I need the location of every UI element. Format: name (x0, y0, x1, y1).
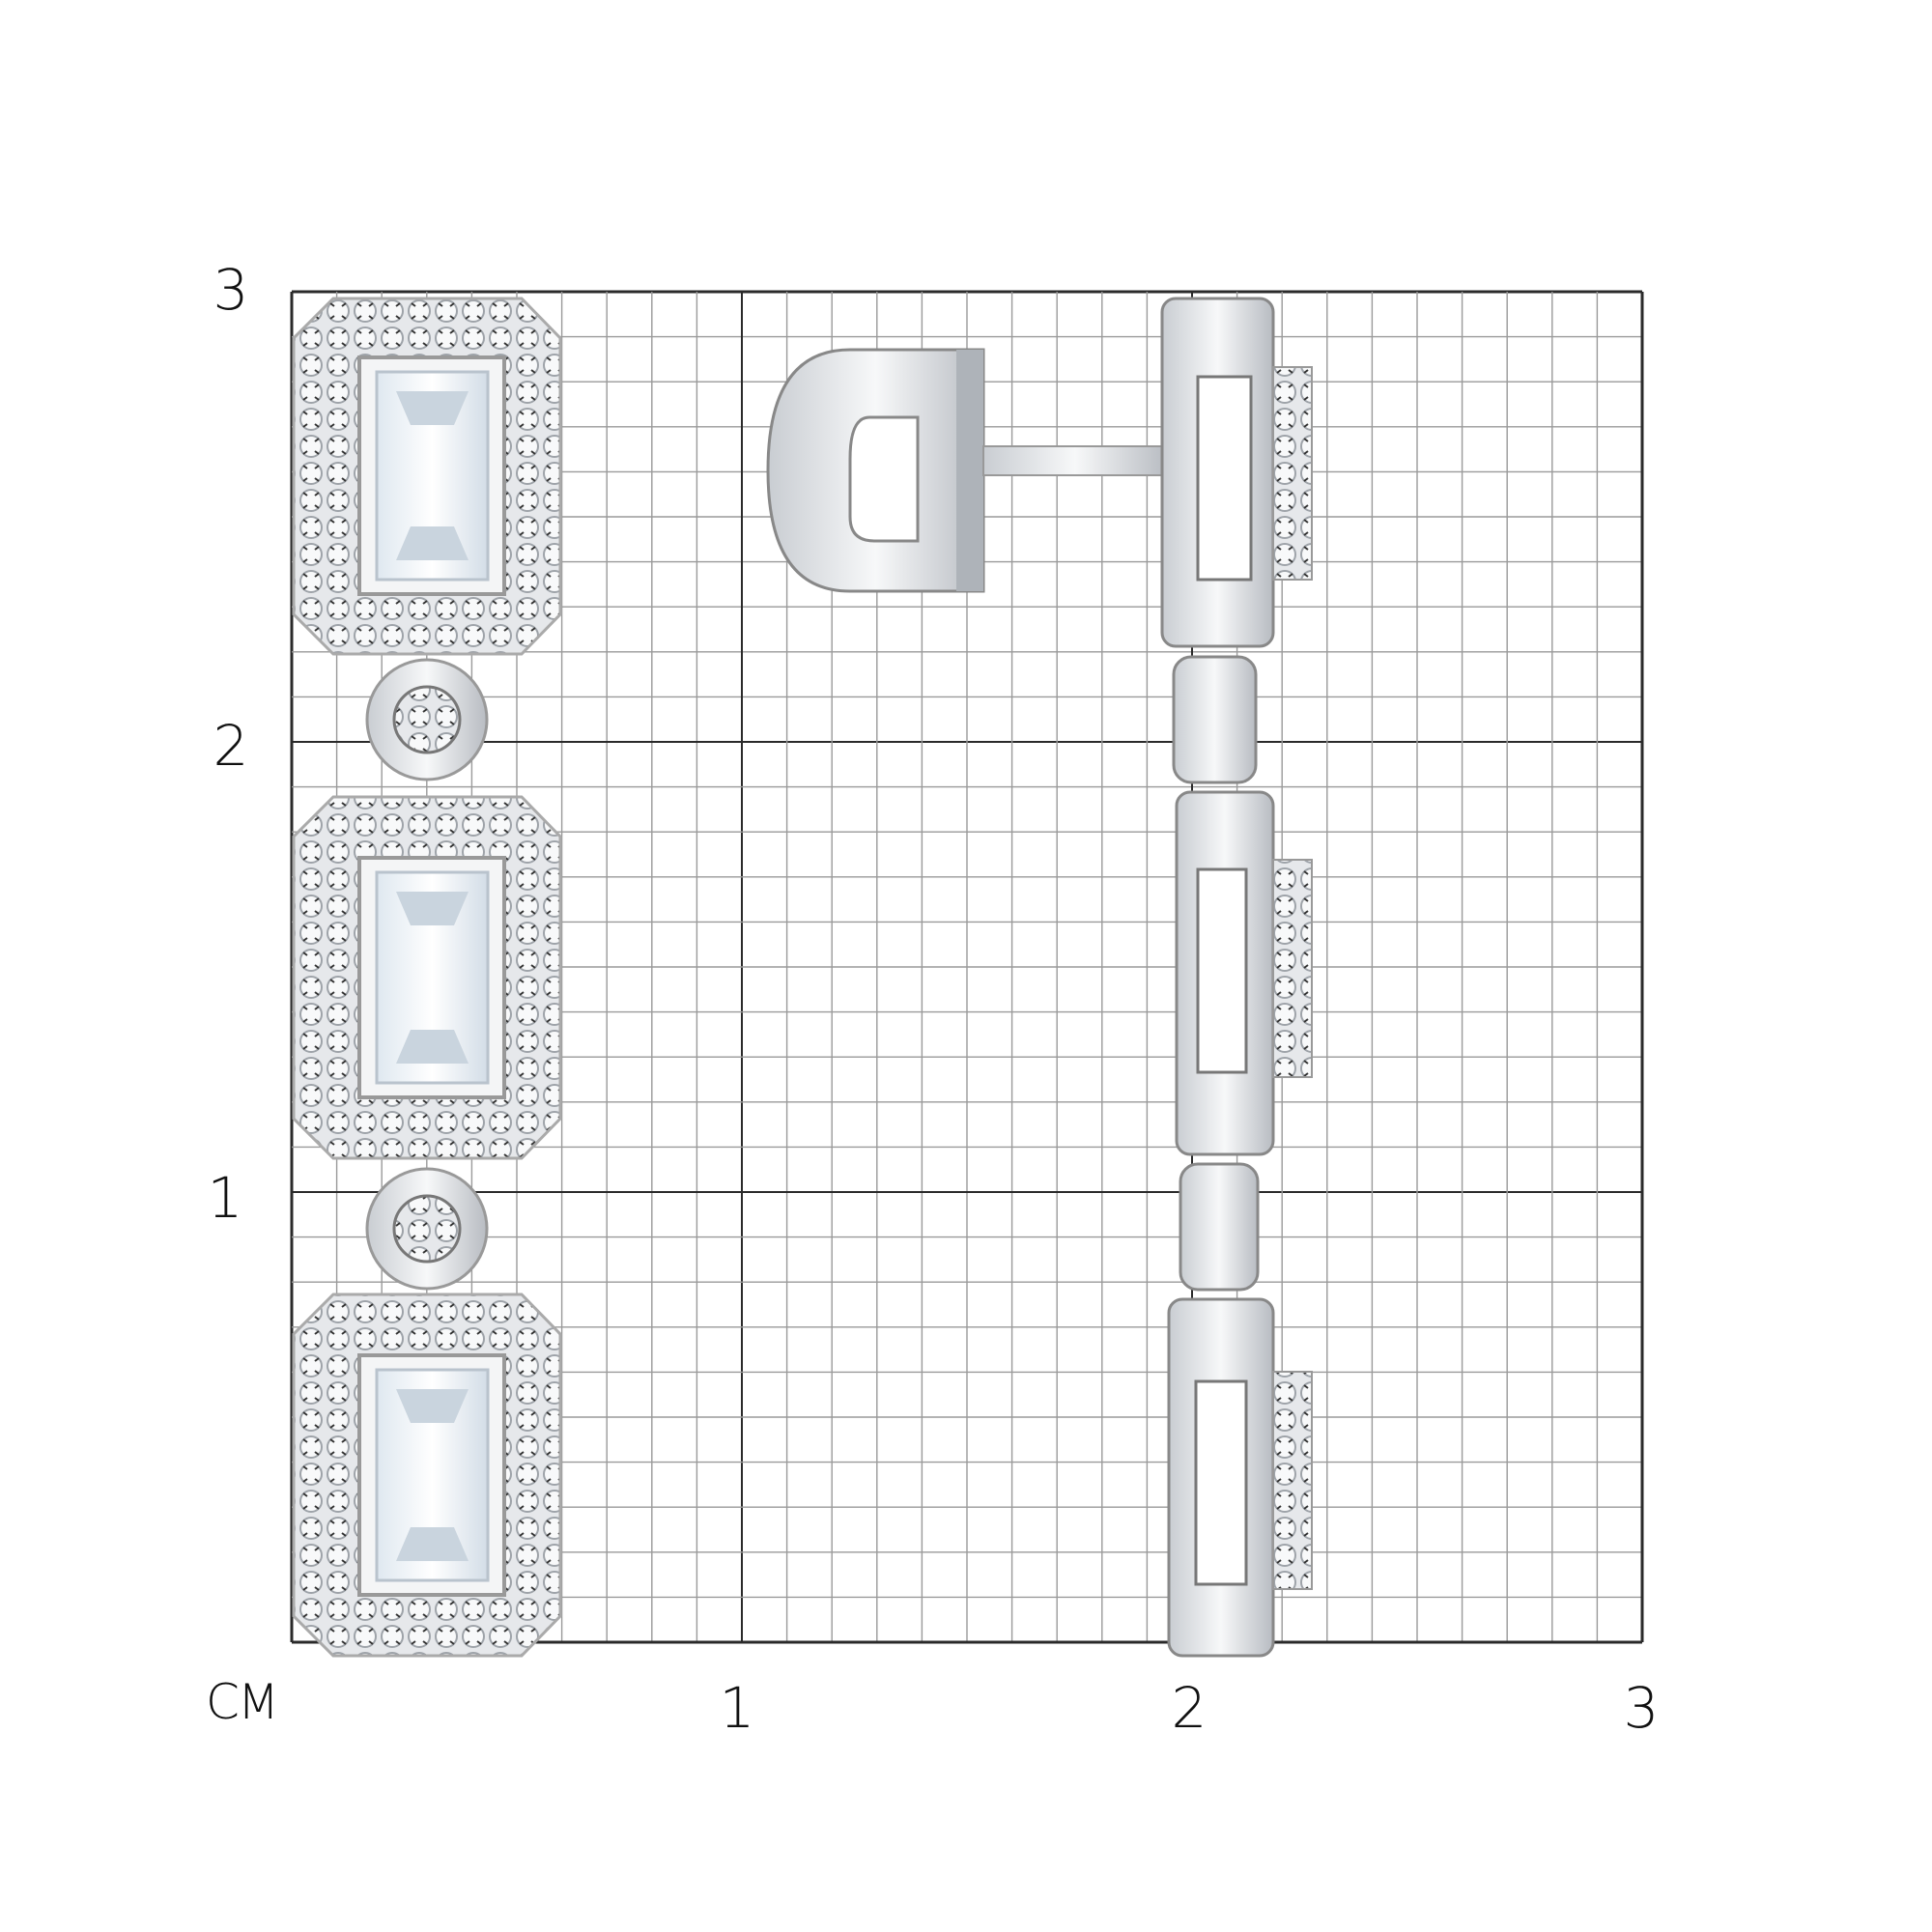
x-axis-label-1: 1 (719, 1675, 755, 1741)
unit-label: СМ (205, 1674, 279, 1730)
x-axis-label-3: 3 (1623, 1675, 1660, 1741)
side-bezel-lower (1179, 1162, 1260, 1292)
x-axis-label-2: 2 (1171, 1675, 1208, 1741)
halo-link-top (292, 297, 562, 656)
side-link-bottom (1167, 1297, 1313, 1658)
halo-link-middle (292, 795, 562, 1160)
side-view-earring (766, 297, 1313, 1658)
side-link-middle (1175, 790, 1313, 1156)
halo-link-bottom (292, 1293, 562, 1658)
front-view-earring (292, 297, 562, 1658)
side-link-top (1160, 297, 1313, 648)
y-axis-label-1: 1 (207, 1165, 243, 1231)
bezel-link-lower (365, 1167, 489, 1291)
side-bezel-upper (1172, 655, 1258, 784)
bezel-link-upper (365, 658, 489, 781)
y-axis-label-2: 2 (213, 713, 249, 779)
y-axis-label-3: 3 (213, 257, 249, 323)
post (982, 445, 1168, 476)
screw-back (766, 348, 985, 593)
